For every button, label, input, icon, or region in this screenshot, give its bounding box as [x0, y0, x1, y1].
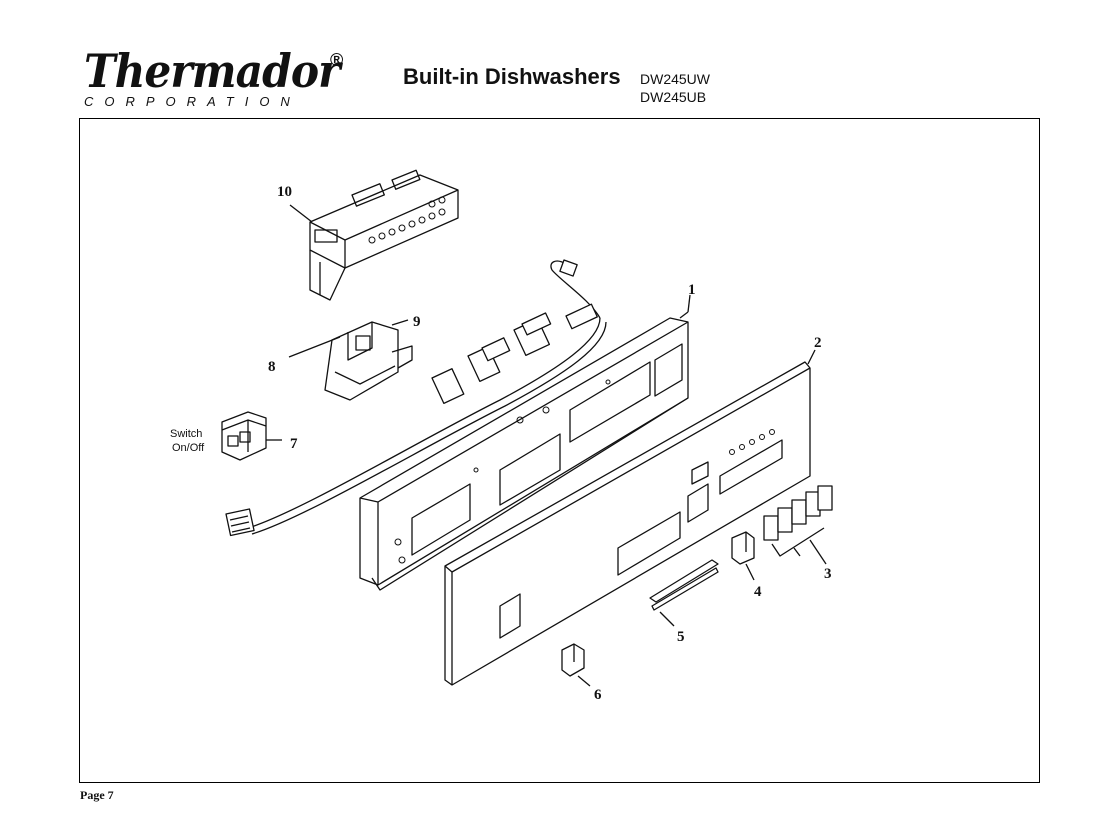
callout-label: 9	[413, 314, 421, 330]
model-number: DW245UW	[640, 71, 711, 87]
callout-label: 5	[677, 629, 685, 645]
part-push-buttons	[763, 485, 833, 565]
registered-mark: ®	[330, 50, 344, 70]
brand-corporation: CORPORATION	[84, 94, 301, 109]
model-numbers: DW245UW DW245UB	[640, 70, 710, 106]
part-handle-strip	[649, 559, 719, 627]
callout-label: 6	[594, 687, 602, 703]
part-wiring-harness	[225, 259, 607, 537]
callout-label: 1	[688, 282, 696, 298]
switch-label: Switch	[170, 428, 202, 440]
part-control-module	[289, 169, 459, 301]
part-switch-bracket	[288, 319, 413, 401]
callout-label: 7	[290, 436, 298, 452]
document-title: Built-in Dishwashers	[403, 64, 621, 89]
switch-label: On/Off	[172, 442, 205, 454]
part-control-panel-frame	[359, 311, 689, 591]
callout-label: 4	[754, 584, 762, 600]
callout-label: 8	[268, 359, 276, 375]
part-small-button	[731, 531, 755, 581]
callout-label: 10	[277, 184, 292, 200]
brand-name: Thermador	[84, 44, 340, 98]
part-bottom-button	[561, 643, 591, 687]
leader-line	[807, 349, 816, 365]
part-front-fascia	[444, 361, 811, 686]
page-number: Page 7	[80, 788, 114, 802]
brand-logo: Thermador ® CORPORATION	[84, 44, 362, 109]
callout-label: 3	[824, 566, 832, 582]
callout-label: 2	[814, 335, 822, 351]
leader-line	[687, 294, 691, 313]
model-number: DW245UB	[640, 89, 707, 105]
part-on-off-switch	[221, 411, 282, 461]
diagram-frame	[79, 118, 1040, 783]
